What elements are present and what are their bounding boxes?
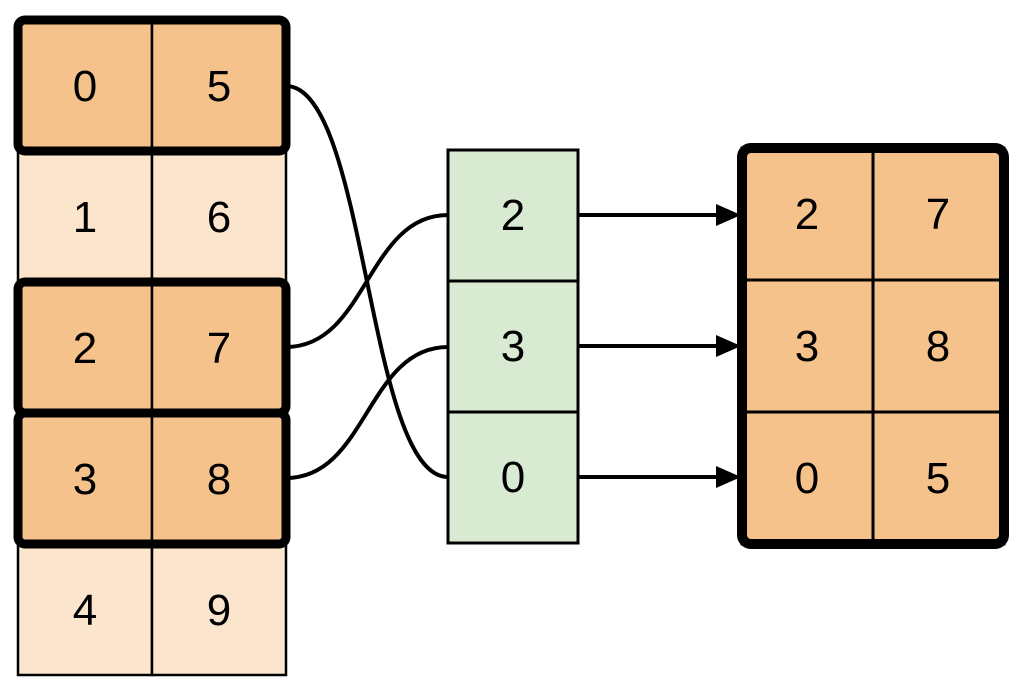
arrow-head-2 bbox=[716, 466, 741, 488]
index-cell-2 bbox=[446, 410, 580, 545]
right-value-2-1: 5 bbox=[926, 454, 950, 503]
right-value-2-0: 0 bbox=[795, 454, 819, 503]
row-to-index-connectors bbox=[285, 84, 449, 480]
left-value-1-1: 6 bbox=[207, 193, 231, 242]
left-table: 0 5 1 6 2 7 3 8 4 9 bbox=[13, 15, 291, 677]
left-cell-3-1 bbox=[150, 411, 288, 546]
left-value-4-0: 4 bbox=[73, 586, 97, 635]
right-table-outer-border bbox=[737, 143, 1009, 549]
connector-curve-row3-to-index3 bbox=[285, 345, 449, 480]
right-value-1-1: 8 bbox=[926, 322, 950, 371]
left-value-1-0: 1 bbox=[73, 193, 97, 242]
left-value-2-1: 7 bbox=[207, 324, 231, 373]
left-value-0-1: 5 bbox=[207, 62, 231, 111]
right-cell-2-1 bbox=[871, 410, 1006, 546]
left-cell-1-1 bbox=[150, 149, 288, 284]
arrow-head-1 bbox=[716, 335, 741, 357]
right-value-0-1: 7 bbox=[926, 190, 950, 239]
left-cell-4-1 bbox=[150, 542, 288, 677]
index-value-1: 3 bbox=[501, 322, 525, 371]
index-column: 2 3 0 bbox=[446, 148, 580, 545]
right-cell-0-1 bbox=[871, 146, 1006, 282]
right-cell-1-0 bbox=[740, 278, 875, 414]
right-value-0-0: 2 bbox=[795, 190, 819, 239]
left-value-3-0: 3 bbox=[73, 455, 97, 504]
right-table: 2 7 3 8 0 5 bbox=[737, 143, 1009, 549]
connector-curve-row2-to-index2 bbox=[285, 213, 449, 349]
index-cell-0 bbox=[446, 148, 580, 283]
right-value-1-0: 3 bbox=[795, 322, 819, 371]
arrow-head-0 bbox=[716, 204, 741, 226]
left-cell-4-0 bbox=[16, 542, 154, 677]
left-cell-0-0 bbox=[16, 18, 154, 153]
left-value-3-1: 8 bbox=[207, 455, 231, 504]
left-cell-2-1 bbox=[150, 280, 288, 415]
left-cell-0-1 bbox=[150, 18, 288, 153]
index-value-2: 0 bbox=[501, 453, 525, 502]
right-cell-1-1 bbox=[871, 278, 1006, 414]
left-value-2-0: 2 bbox=[73, 324, 97, 373]
index-value-0: 2 bbox=[501, 191, 525, 240]
index-to-result-arrows bbox=[578, 204, 741, 488]
left-value-0-0: 0 bbox=[73, 62, 97, 111]
left-value-4-1: 9 bbox=[207, 586, 231, 635]
